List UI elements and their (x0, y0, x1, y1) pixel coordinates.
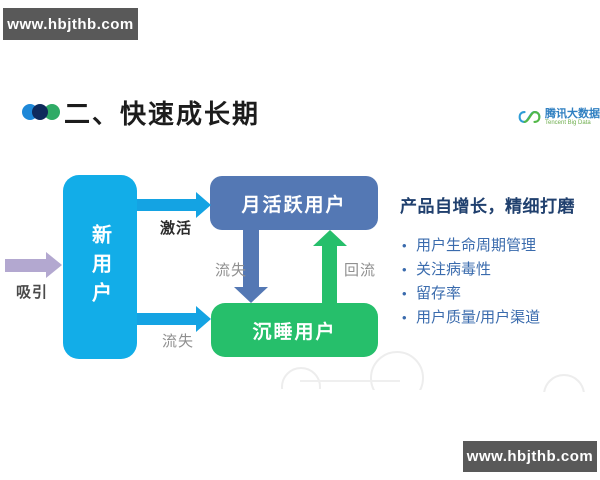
attract-arrowhead-icon (46, 252, 62, 278)
node-monthly-active-users-label: 月活跃用户 (241, 194, 347, 216)
bullet-icon: • (402, 262, 407, 277)
watermark-arc (281, 367, 321, 389)
edge-label-reflow: 回流 (344, 262, 377, 279)
bullet-text: 用户质量/用户渠道 (416, 309, 541, 326)
node-dormant-users-label: 沉睡用户 (252, 321, 337, 343)
reflow-arrow (322, 246, 337, 304)
watermark-top: www.hbjthb.com (3, 8, 138, 40)
edge-label-churn-from-new: 流失 (162, 333, 195, 350)
node-dormant-users: 沉睡用户 (211, 303, 378, 357)
watermark-line (300, 380, 400, 382)
activate-arrowhead-icon (196, 192, 211, 218)
edge-label-activate: 激活 (160, 220, 193, 237)
watermark-bottom-text: www.hbjthb.com (466, 448, 594, 465)
title-bullet-dots (22, 104, 62, 121)
node-new-users: 新用户 (63, 175, 137, 359)
dot-navy-icon (32, 104, 48, 120)
bullet-icon: • (402, 286, 407, 301)
churn-from-active-arrowhead-icon (234, 287, 268, 303)
bullet-text: 用户生命周期管理 (416, 237, 537, 254)
logo-subtitle: Tencent Big Data (545, 119, 591, 126)
node-new-users-label: 新用户 (88, 223, 111, 311)
reflow-arrowhead-icon (313, 230, 347, 246)
bullet-text: 关注病毒性 (416, 261, 492, 278)
watermark-arc (543, 374, 585, 392)
node-monthly-active-users: 月活跃用户 (210, 176, 378, 230)
activate-arrow (137, 199, 196, 211)
panel-bullet-list: • 用户生命周期管理 • 关注病毒性 • 留存率 • 用户质量/用户渠道 (402, 238, 592, 334)
watermark-bottom: www.hbjthb.com (463, 441, 597, 472)
churn-from-new-arrowhead-icon (196, 306, 211, 332)
watermark-arc (370, 351, 424, 390)
attract-arrow (5, 259, 46, 272)
tencent-bigdata-logo: 腾讯大数据 Tencent Big Data (518, 102, 600, 132)
churn-from-active-arrow (243, 230, 259, 287)
churn-from-new-arrow (137, 313, 196, 325)
edge-label-churn-from-active: 流失 (215, 262, 248, 279)
bullet-icon: • (402, 310, 407, 325)
logo-text: 腾讯大数据 Tencent Big Data (545, 108, 600, 127)
page-title: 二、快速成长期 (64, 99, 261, 129)
list-item: • 用户生命周期管理 (402, 238, 592, 254)
bullet-icon: • (402, 238, 407, 253)
list-item: • 留存率 (402, 286, 592, 302)
edge-label-attract: 吸引 (16, 284, 49, 301)
watermark-top-text: www.hbjthb.com (7, 15, 134, 33)
panel-heading: 产品自增长，精细打磨 (400, 197, 575, 216)
infinity-icon (518, 111, 541, 123)
logo-name: 腾讯大数据 (545, 107, 600, 120)
list-item: • 关注病毒性 (402, 262, 592, 278)
bullet-text: 留存率 (416, 285, 462, 302)
list-item: • 用户质量/用户渠道 (402, 310, 592, 326)
dot-green-icon (44, 104, 60, 120)
